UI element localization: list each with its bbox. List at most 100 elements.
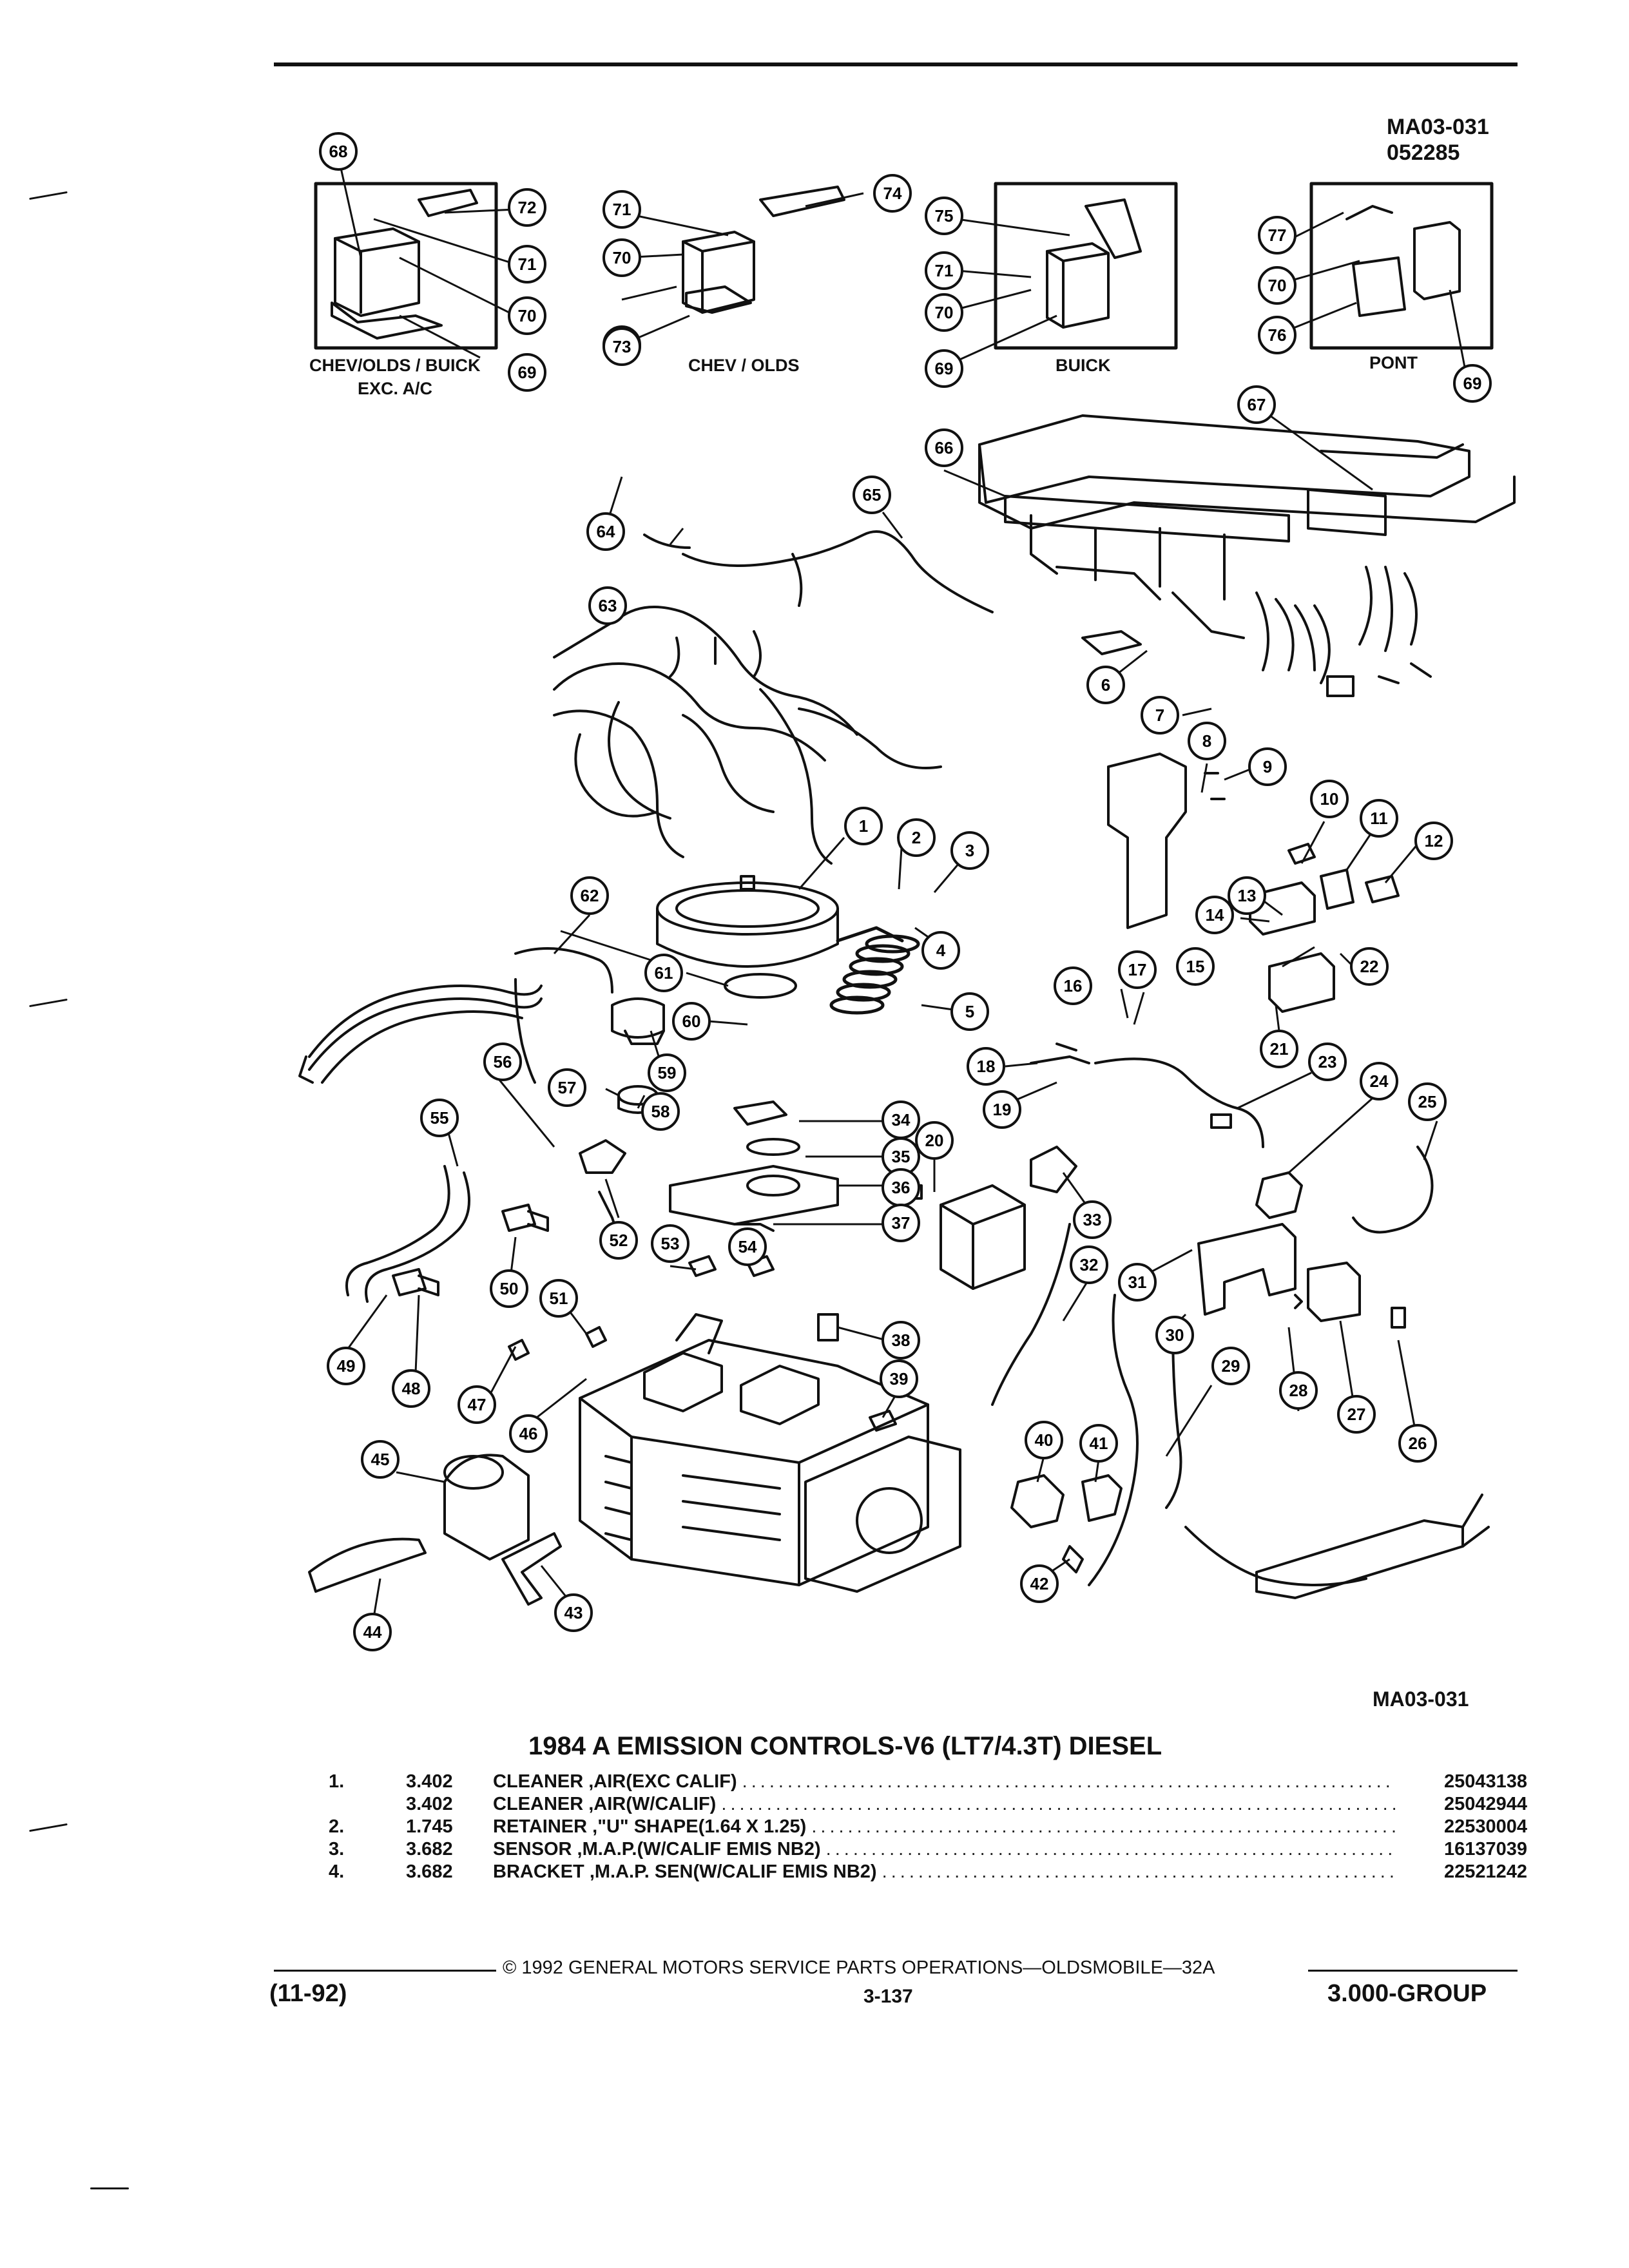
callout-28: 28 [1279, 1371, 1318, 1410]
callout-44: 44 [353, 1613, 392, 1651]
svg-text:49: 49 [337, 1356, 356, 1376]
svg-text:16: 16 [1064, 976, 1083, 995]
instrument-panel-drawing [978, 414, 1516, 697]
injection-pump-drawing [901, 1146, 1077, 1290]
svg-text:65: 65 [863, 485, 882, 505]
svg-text:33: 33 [1083, 1210, 1102, 1229]
svg-text:52: 52 [610, 1231, 628, 1250]
parts-row: 1. 3.402 CLEANER ,AIR(EXC CALIF) .......… [329, 1771, 1527, 1793]
svg-text:7: 7 [1155, 706, 1164, 725]
svg-text:29: 29 [1222, 1356, 1240, 1376]
panel-label-pont: PONT [1369, 353, 1418, 372]
svg-text:41: 41 [1090, 1434, 1108, 1453]
callout-58: 58 [641, 1092, 680, 1131]
brackets-drawing [1197, 1146, 1434, 1329]
flex-duct-drawing [831, 926, 918, 1013]
footer-rule-left [274, 1970, 496, 1972]
svg-text:71: 71 [935, 261, 954, 280]
svg-text:61: 61 [655, 963, 673, 983]
footer-date: (11-92) [269, 1980, 347, 2007]
callout-71-c: 71 [925, 251, 963, 290]
part-description: CLEANER ,AIR(EXC CALIF) ................… [493, 1771, 1395, 1792]
callout-68: 68 [319, 132, 358, 171]
callout-30: 30 [1155, 1316, 1194, 1354]
part-description: RETAINER ,"U" SHAPE(1.64 X 1.25) .......… [493, 1816, 1395, 1837]
part-ref-code: 3.682 [406, 1861, 453, 1882]
egr-pipes-drawing [991, 1223, 1490, 1599]
callout-59: 59 [648, 1053, 686, 1092]
svg-text:69: 69 [935, 359, 954, 378]
leader-lines [337, 156, 1467, 1618]
figure-date-code: 052285 [1387, 140, 1460, 165]
panel-label-chev-olds-buick: CHEV/OLDS / BUICK [309, 356, 481, 375]
svg-text:21: 21 [1270, 1039, 1289, 1059]
callout-19: 19 [983, 1090, 1021, 1129]
callout-60: 60 [672, 1002, 711, 1041]
svg-text:14: 14 [1206, 905, 1224, 925]
callout-39: 39 [880, 1360, 918, 1398]
callout-27: 27 [1337, 1395, 1376, 1434]
svg-text:20: 20 [925, 1131, 944, 1150]
callout-56: 56 [483, 1043, 522, 1081]
svg-text:12: 12 [1425, 831, 1443, 850]
svg-text:42: 42 [1030, 1574, 1049, 1593]
part-ref-code: 3.682 [406, 1839, 453, 1860]
callout-34: 34 [882, 1100, 920, 1139]
callout-69-d: 69 [1453, 364, 1492, 403]
svg-text:9: 9 [1263, 757, 1272, 776]
svg-text:60: 60 [682, 1012, 701, 1031]
svg-text:57: 57 [558, 1078, 577, 1097]
callout-63: 63 [588, 586, 627, 625]
figure-id-bottom: MA03-031 [1373, 1687, 1469, 1711]
svg-text:47: 47 [468, 1395, 487, 1414]
svg-text:24: 24 [1370, 1072, 1389, 1091]
callout-52: 52 [599, 1221, 638, 1260]
svg-text:8: 8 [1202, 731, 1211, 751]
vacuum-lines-drawing [298, 947, 613, 1084]
svg-text:70: 70 [1268, 276, 1287, 295]
gasket-drawing [724, 973, 797, 999]
callout-32: 32 [1070, 1245, 1108, 1284]
callout-76: 76 [1258, 316, 1296, 354]
callout-4: 4 [921, 931, 960, 970]
callout-69-c: 69 [925, 349, 963, 388]
svg-text:36: 36 [892, 1178, 911, 1197]
part-description-text: CLEANER ,AIR(W/CALIF) [493, 1794, 717, 1814]
svg-text:43: 43 [564, 1603, 583, 1622]
callout-69-a: 69 [508, 353, 546, 392]
callout-13: 13 [1228, 876, 1266, 915]
callout-73: 73 [602, 327, 641, 366]
part-description: BRACKET ,M.A.P. SEN(W/CALIF EMIS NB2) ..… [493, 1861, 1395, 1882]
svg-text:39: 39 [890, 1369, 909, 1389]
part-item-number: 4. [329, 1861, 345, 1882]
callout-22: 22 [1350, 947, 1389, 986]
exploded-parts-diagram: 1 2 3 4 5 6 7 8 9 10 11 12 13 14 15 17 1… [298, 132, 1516, 1651]
callout-41: 41 [1079, 1424, 1118, 1463]
svg-text:48: 48 [402, 1379, 421, 1398]
part-number: 22530004 [1398, 1816, 1527, 1838]
parts-row: 2. 1.745 RETAINER ,"U" SHAPE(1.64 X 1.25… [329, 1816, 1527, 1838]
callout-36: 36 [882, 1168, 920, 1207]
callout-61: 61 [644, 954, 683, 992]
footer-rule-right [1308, 1970, 1518, 1972]
callout-20: 20 [915, 1121, 954, 1160]
svg-text:30: 30 [1166, 1325, 1184, 1345]
callout-35: 35 [882, 1137, 920, 1176]
callout-72: 72 [508, 188, 546, 227]
svg-text:2: 2 [912, 828, 921, 847]
callout-46: 46 [509, 1414, 548, 1453]
engine-block-drawing [579, 1313, 961, 1593]
callout-15: 15 [1176, 947, 1215, 986]
parts-row: 3. 3.682 SENSOR ,M.A.P.(W/CALIF EMIS NB2… [329, 1838, 1527, 1861]
callout-55: 55 [420, 1099, 459, 1137]
svg-text:46: 46 [519, 1424, 538, 1443]
svg-text:70: 70 [613, 248, 631, 267]
svg-text:44: 44 [363, 1622, 382, 1642]
svg-text:69: 69 [518, 363, 537, 382]
air-cleaner-drawing [656, 875, 839, 968]
callout-50: 50 [490, 1269, 528, 1308]
inset-panel-pont [1309, 182, 1494, 350]
callout-11: 11 [1360, 799, 1398, 838]
ecm-module-drawing [331, 186, 1461, 340]
part-ref-code: 3.402 [406, 1794, 453, 1814]
